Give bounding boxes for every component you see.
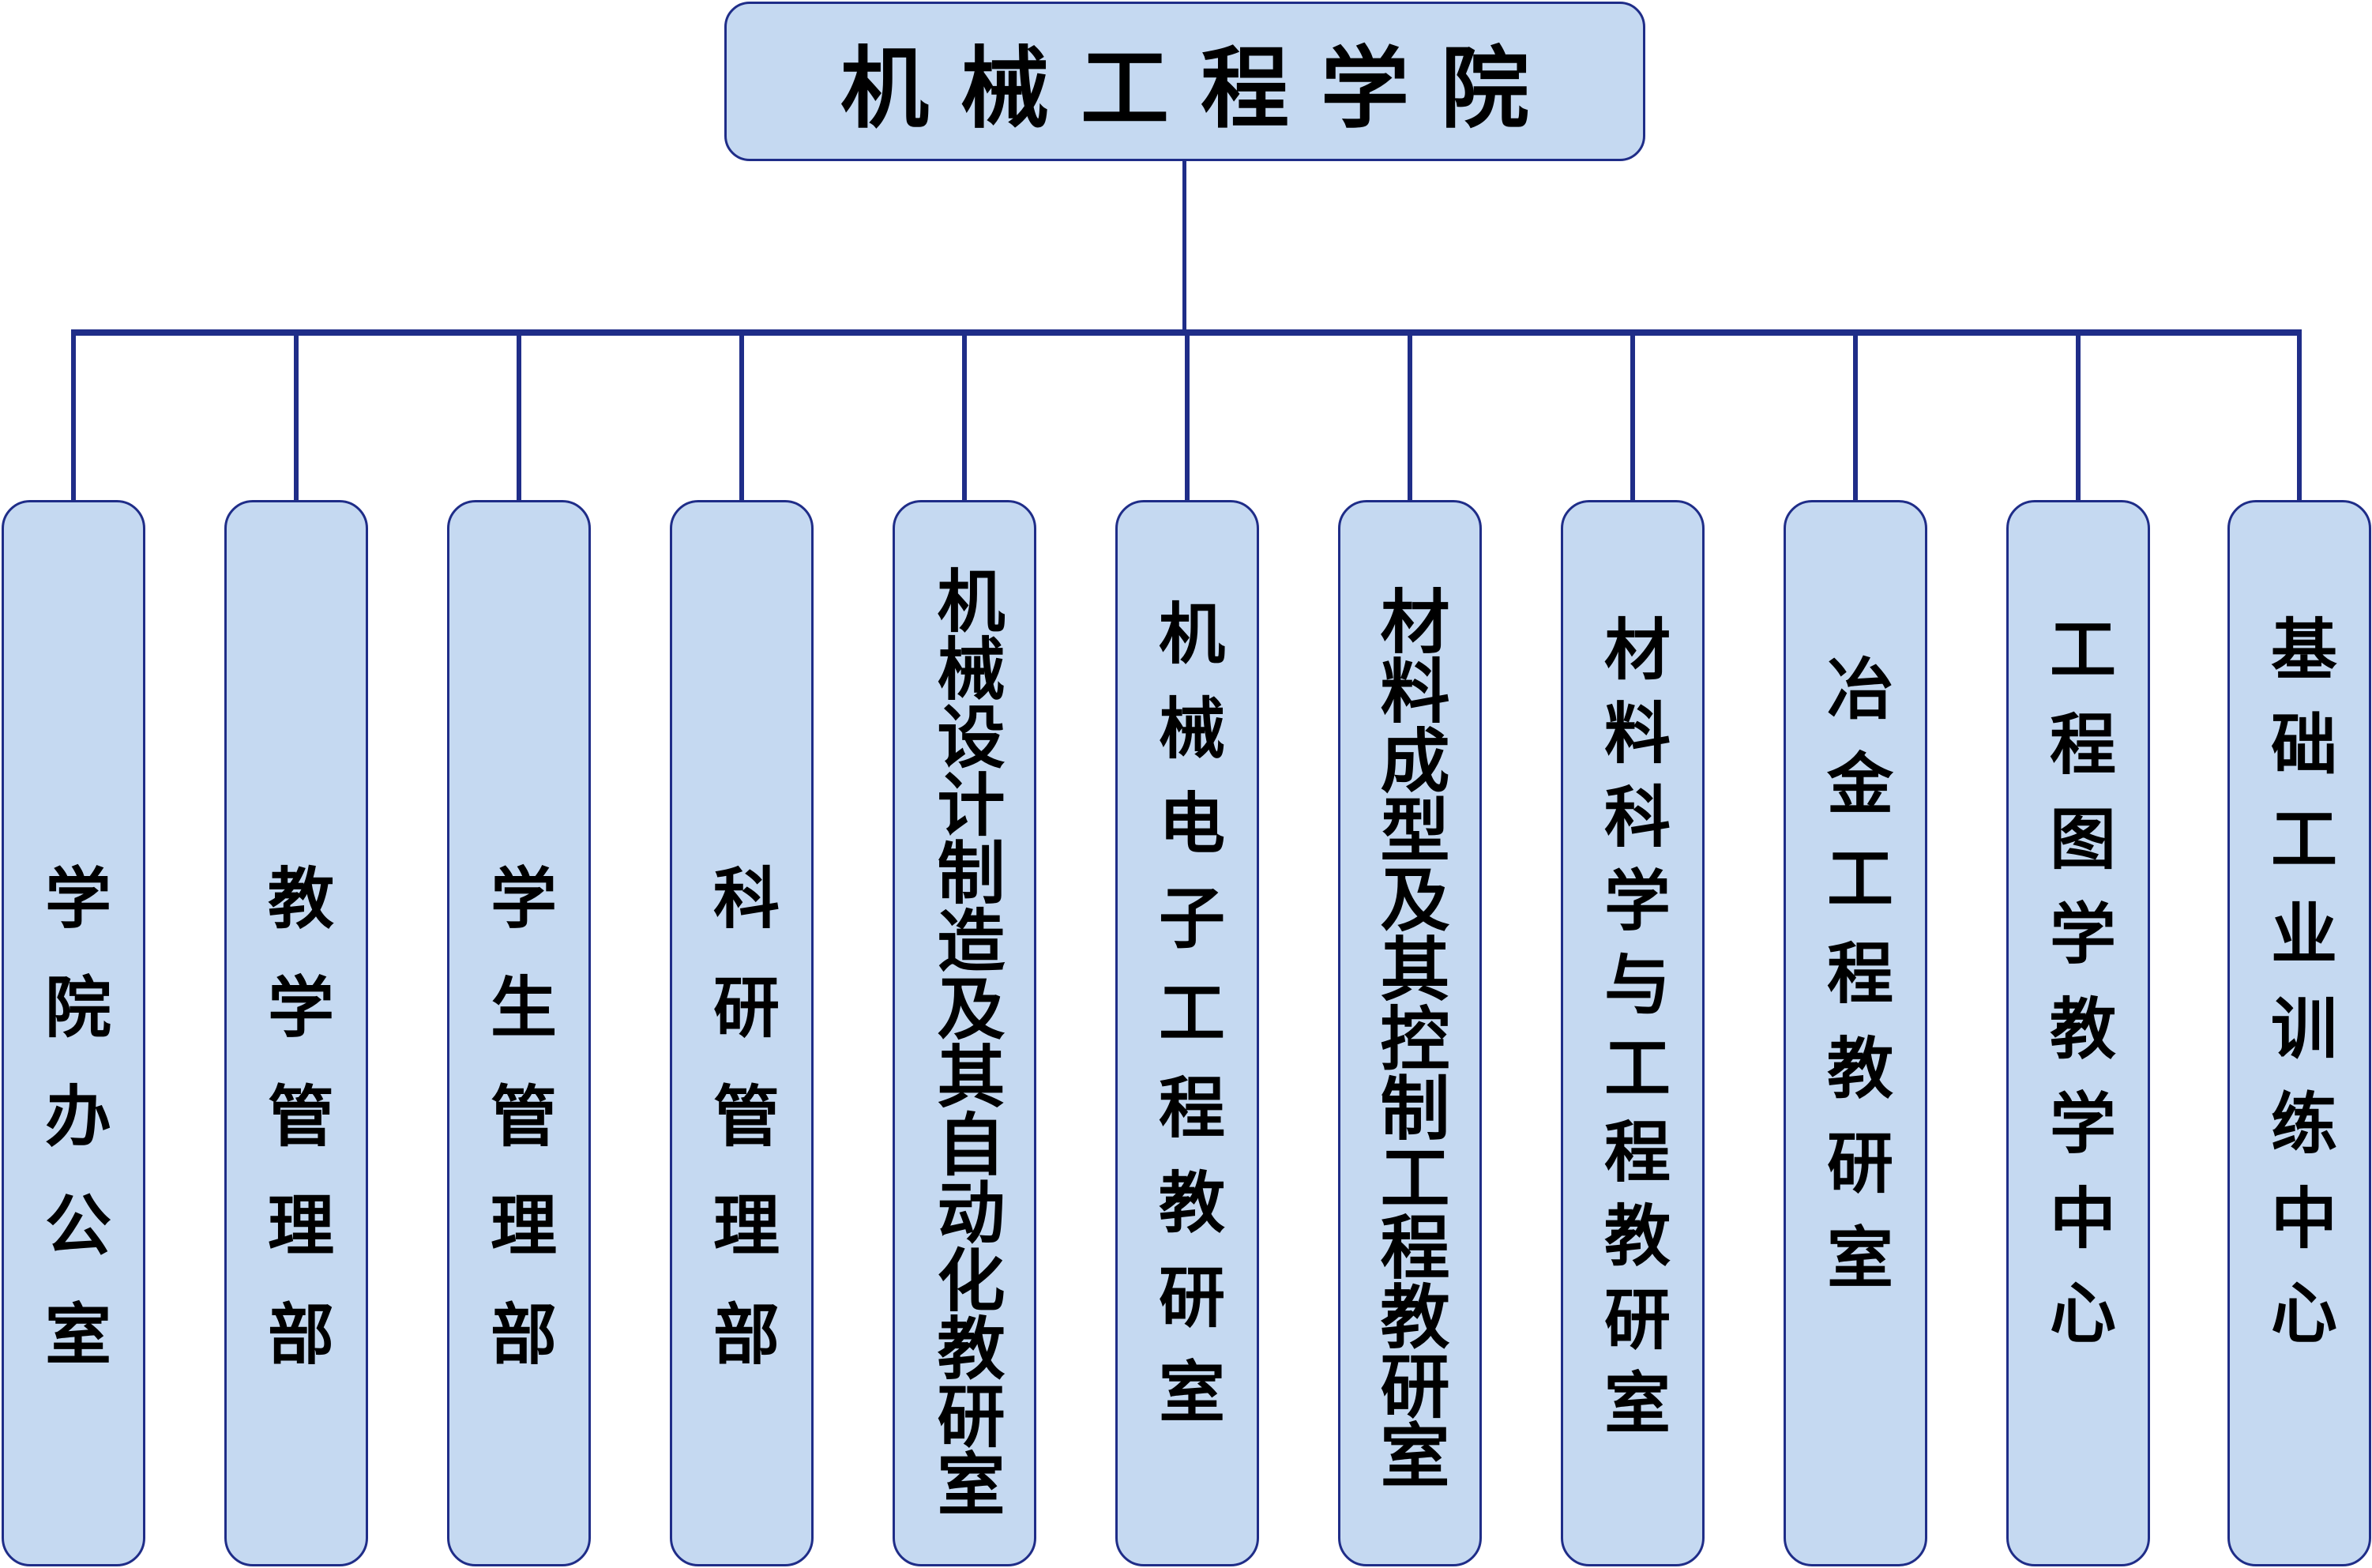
node-mechatronics-lab: 机械电子工程教研室 [1115, 500, 1259, 1566]
node-material-forming-control-lab: 材料成型及其控制工程教研室 [1338, 500, 1482, 1566]
node-teaching-management: 教学管理部 [224, 500, 368, 1566]
node-label: 机械电子工程教研室 [1148, 599, 1227, 1452]
node-label: 材料成型及其控制工程教研室 [1369, 585, 1451, 1489]
child-connector-line [962, 329, 967, 500]
child-connector-line [517, 329, 521, 500]
child-connector-line [1185, 329, 1190, 500]
child-connector-line [2297, 329, 2302, 500]
node-label: 材料科学与工程教研室 [1593, 615, 1672, 1452]
child-connector-line [1408, 329, 1412, 500]
node-college-office: 学院办公室 [2, 500, 145, 1566]
node-label: 基础工业训练中心 [2260, 615, 2339, 1373]
child-connector-line [2076, 329, 2081, 500]
node-label: 机械设计制造及其自动化教研室 [925, 566, 1005, 1517]
child-connector-line [739, 329, 744, 500]
node-label: 学生管理部 [479, 863, 558, 1408]
node-metallurgical-engineering-lab: 冶金工程教研室 [1784, 500, 1927, 1566]
node-mechanical-design-automation-lab: 机械设计制造及其自动化教研室 [893, 500, 1036, 1566]
node-label: 工程图学教学中心 [2039, 615, 2118, 1373]
child-connector-line [71, 329, 76, 500]
root-node-label: 机械工程学院 [840, 37, 1561, 141]
node-label: 教学管理部 [257, 863, 336, 1408]
child-connector-line [294, 329, 299, 500]
node-label: 冶金工程教研室 [1816, 654, 1895, 1318]
child-connector-line [1853, 329, 1858, 500]
node-basic-industrial-training-center: 基础工业训练中心 [2227, 500, 2371, 1566]
root-node-mechanical-engineering-college: 机械工程学院 [724, 2, 1645, 161]
node-engineering-graphics-center: 工程图学教学中心 [2006, 500, 2150, 1566]
node-student-management: 学生管理部 [447, 500, 591, 1566]
node-label: 学院办公室 [34, 863, 113, 1408]
child-connector-line [1630, 329, 1635, 500]
node-materials-science-engineering-lab: 材料科学与工程教研室 [1561, 500, 1705, 1566]
node-label: 科研管理部 [702, 863, 781, 1408]
node-research-management: 科研管理部 [670, 500, 814, 1566]
root-connector-line [1182, 161, 1186, 333]
